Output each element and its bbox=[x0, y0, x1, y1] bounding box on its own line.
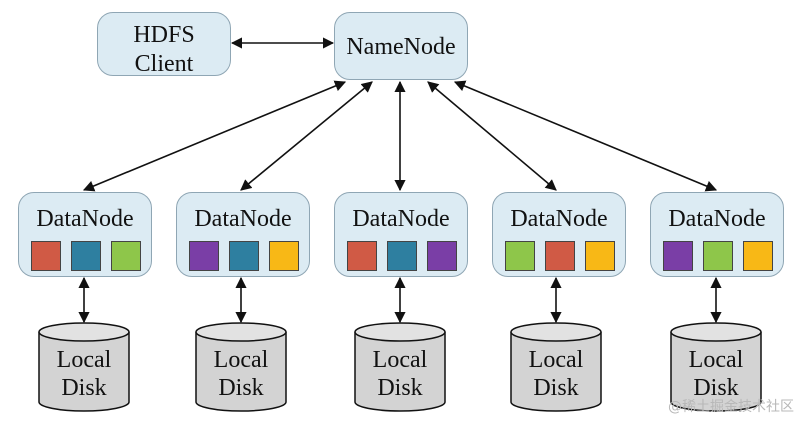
datanode-label: DataNode bbox=[668, 206, 766, 232]
data-block-blue bbox=[387, 241, 417, 271]
datanode-box-3: DataNode bbox=[334, 192, 468, 277]
data-block-purple bbox=[663, 241, 693, 271]
namenode-datanode-2-arrow bbox=[240, 81, 373, 191]
hdfs-client-label: HDFS Client bbox=[98, 21, 230, 79]
datanode-label: DataNode bbox=[352, 206, 450, 232]
data-block-green bbox=[505, 241, 535, 271]
data-block-yellow bbox=[585, 241, 615, 271]
data-block-yellow bbox=[269, 241, 299, 271]
data-block-yellow bbox=[743, 241, 773, 271]
local-disk-label-line2: Disk bbox=[61, 375, 107, 401]
local-disk-label-line1: Local bbox=[372, 347, 428, 373]
namenode-label: NameNode bbox=[346, 34, 456, 60]
data-block-red bbox=[31, 241, 61, 271]
local-disk-label-line1: Local bbox=[213, 347, 269, 373]
data-block-green bbox=[703, 241, 733, 271]
local-disk-label-line1: Local bbox=[688, 347, 744, 373]
datanode-box-1: DataNode bbox=[18, 192, 152, 277]
datanode-box-5: DataNode bbox=[650, 192, 784, 277]
datanode-box-4: DataNode bbox=[492, 192, 626, 277]
watermark-text: @稀土掘金技术社区 bbox=[668, 399, 794, 415]
datanode-box-2: DataNode bbox=[176, 192, 310, 277]
datanode-label: DataNode bbox=[36, 206, 134, 232]
hdfs-client-label-line1: HDFS bbox=[133, 22, 195, 48]
datanode-label: DataNode bbox=[194, 206, 292, 232]
namenode-datanode-4-arrow bbox=[427, 81, 557, 191]
hdfs-client-box: HDFS Client bbox=[97, 12, 231, 79]
cylinder-shape bbox=[670, 322, 762, 412]
data-block-blue bbox=[71, 241, 101, 271]
data-block-purple bbox=[189, 241, 219, 271]
local-disk-label-line1: Local bbox=[56, 347, 112, 373]
local-disk-label-line2: Disk bbox=[218, 375, 264, 401]
local-disk-label-line2: Disk bbox=[693, 375, 739, 401]
namenode-datanode-5-arrow bbox=[453, 80, 718, 192]
cylinder-shape bbox=[195, 322, 287, 412]
data-block-purple bbox=[427, 241, 457, 271]
hdfs-client-label-line2: Client bbox=[134, 51, 194, 77]
data-block-red bbox=[545, 241, 575, 271]
datanode-label: DataNode bbox=[510, 206, 608, 232]
data-block-red bbox=[347, 241, 377, 271]
cylinder-shape bbox=[510, 322, 602, 412]
namenode-box: NameNode bbox=[334, 12, 468, 80]
cylinder-shape bbox=[354, 322, 446, 412]
data-block-blue bbox=[229, 241, 259, 271]
local-disk-label-line2: Disk bbox=[533, 375, 579, 401]
cylinder-shape bbox=[38, 322, 130, 412]
local-disk-label-line1: Local bbox=[528, 347, 584, 373]
local-disk-label-line2: Disk bbox=[377, 375, 423, 401]
data-block-green bbox=[111, 241, 141, 271]
